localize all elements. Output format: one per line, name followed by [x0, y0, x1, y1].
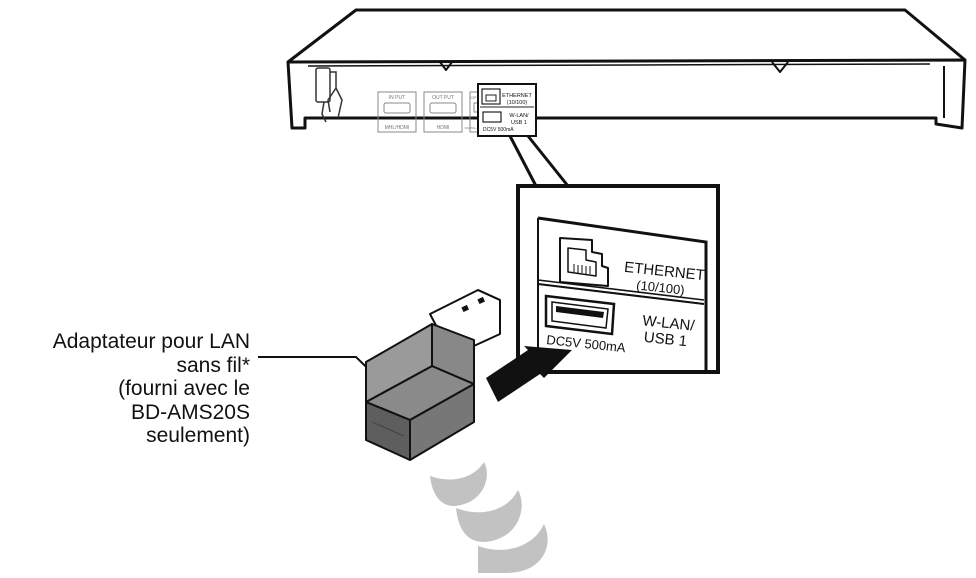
power-cable-icon [315, 67, 343, 123]
player-top-face [287, 8, 966, 64]
callout-line-3: (fourni avec le [118, 377, 250, 400]
hdmi-input-port [377, 91, 417, 133]
output-sub-label: HDMI [437, 125, 450, 131]
ethernet-sub-label: (10/100) [636, 278, 686, 298]
dongle-side [409, 383, 475, 461]
adapter-callout-label: Adaptateur pour LAN sans fil* (fourni av… [0, 330, 250, 448]
wlan-label: W-LAN/ [642, 312, 697, 334]
ethernet-label-small: ETHERNET [502, 93, 532, 99]
callout-line-4: BD-AMS20S [130, 400, 250, 424]
rear-panel-network-small: ETHERNET (10/100) W-LAN/ USB 1 DC5V 500m… [477, 83, 537, 137]
callout-line-5: seulement) [146, 424, 250, 447]
ethernet-port-icon [559, 237, 609, 287]
hdmi-output-port [423, 91, 463, 133]
wireless-lan-adapter [365, 289, 501, 461]
output-label: OUT PUT [432, 95, 454, 101]
player-ridge-left [439, 61, 453, 71]
input-label: IN PUT [389, 95, 405, 101]
player-ridge-right [771, 61, 789, 73]
wlan-sub-label: USB 1 [643, 329, 688, 350]
blu-ray-player [286, 8, 967, 130]
zoom-callout-lines [508, 135, 570, 187]
wlan-label-small: W-LAN/ [509, 113, 529, 119]
player-body [286, 58, 967, 130]
insert-arrow-icon [486, 346, 572, 402]
dc-label-small: DC5V 500mA [483, 127, 514, 133]
ethernet-sub-small: (10/100) [507, 100, 528, 106]
zoomed-panel: ETHERNET (10/100) W-LAN/ USB 1 DC5V 500m… [516, 184, 720, 374]
wireless-signal-icon [430, 462, 548, 573]
callout-line-2: sans fil* [176, 353, 250, 377]
input-sub-label: MHL/HDMI [385, 125, 410, 131]
wlan-sub-small: USB 1 [511, 120, 527, 126]
player-back-edge [307, 63, 931, 67]
callout-line-1: Adaptateur pour LAN [52, 330, 250, 353]
usb-port-icon [544, 294, 616, 336]
